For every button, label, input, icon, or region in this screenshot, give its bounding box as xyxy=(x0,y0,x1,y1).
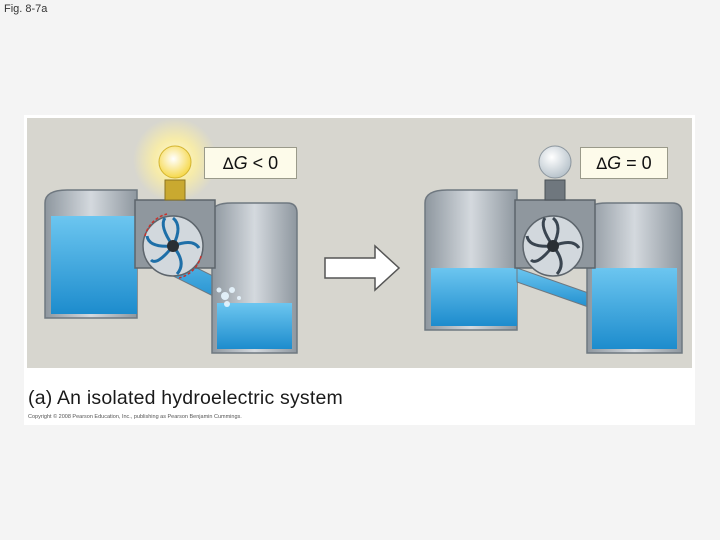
figure-panel: ∆G < 0 ∆G = 0 (a) An isolated hydroelect… xyxy=(24,115,695,425)
left-turbine-hub xyxy=(167,240,179,252)
figure-label: Fig. 8-7a xyxy=(4,3,48,15)
delta-symbol: ∆ xyxy=(222,153,234,173)
diagram-scene: ∆G < 0 ∆G = 0 xyxy=(27,118,692,368)
diagram-svg xyxy=(44,118,683,354)
relation: = 0 xyxy=(621,152,652,173)
delta-g-zero-label: ∆G = 0 xyxy=(580,147,668,179)
left-bulb xyxy=(158,145,192,179)
right-system xyxy=(424,145,683,354)
rotation-arrows xyxy=(144,213,202,279)
right-bulb-base xyxy=(544,179,566,201)
copyright-notice: Copyright © 2008 Pearson Education, Inc.… xyxy=(28,414,242,420)
left-lower-water xyxy=(217,303,292,349)
delta-symbol: ∆ xyxy=(596,153,608,173)
relation: < 0 xyxy=(247,152,279,173)
right-upper-water xyxy=(431,268,517,326)
left-system xyxy=(44,118,298,354)
delta-g-negative-label: ∆G < 0 xyxy=(204,147,297,179)
variable-g: G xyxy=(607,152,622,173)
transition-arrow xyxy=(324,244,401,292)
variable-g: G xyxy=(233,152,248,173)
water-splash xyxy=(216,287,241,307)
right-bulb xyxy=(538,145,572,179)
right-lower-water xyxy=(592,268,677,349)
left-bulb-base xyxy=(164,179,186,201)
left-upper-water xyxy=(51,216,137,314)
figure-caption: (a) An isolated hydroelectric system xyxy=(28,387,343,409)
right-turbine-hub xyxy=(547,240,559,252)
